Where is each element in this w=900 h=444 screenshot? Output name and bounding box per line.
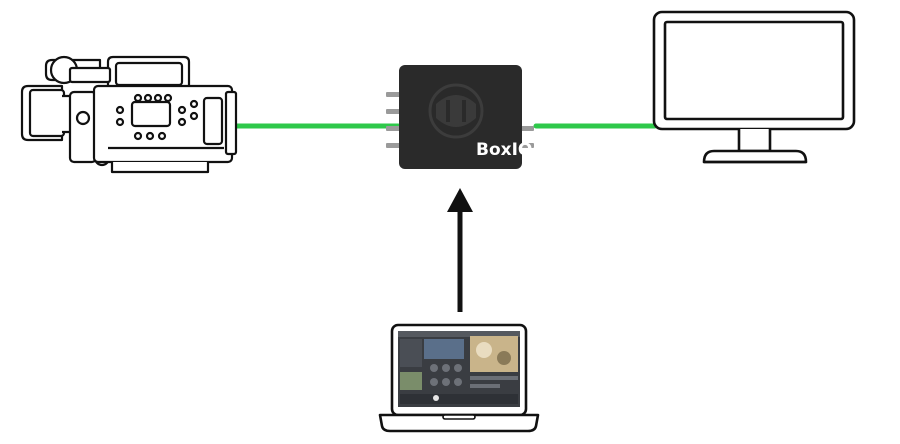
control-arrow	[447, 188, 473, 312]
laptop-icon	[378, 323, 540, 433]
cinema-camera-icon	[20, 55, 238, 174]
boxio-device-icon	[386, 65, 534, 169]
monitor-icon	[652, 10, 856, 164]
device-label: BoxIO	[476, 140, 532, 160]
